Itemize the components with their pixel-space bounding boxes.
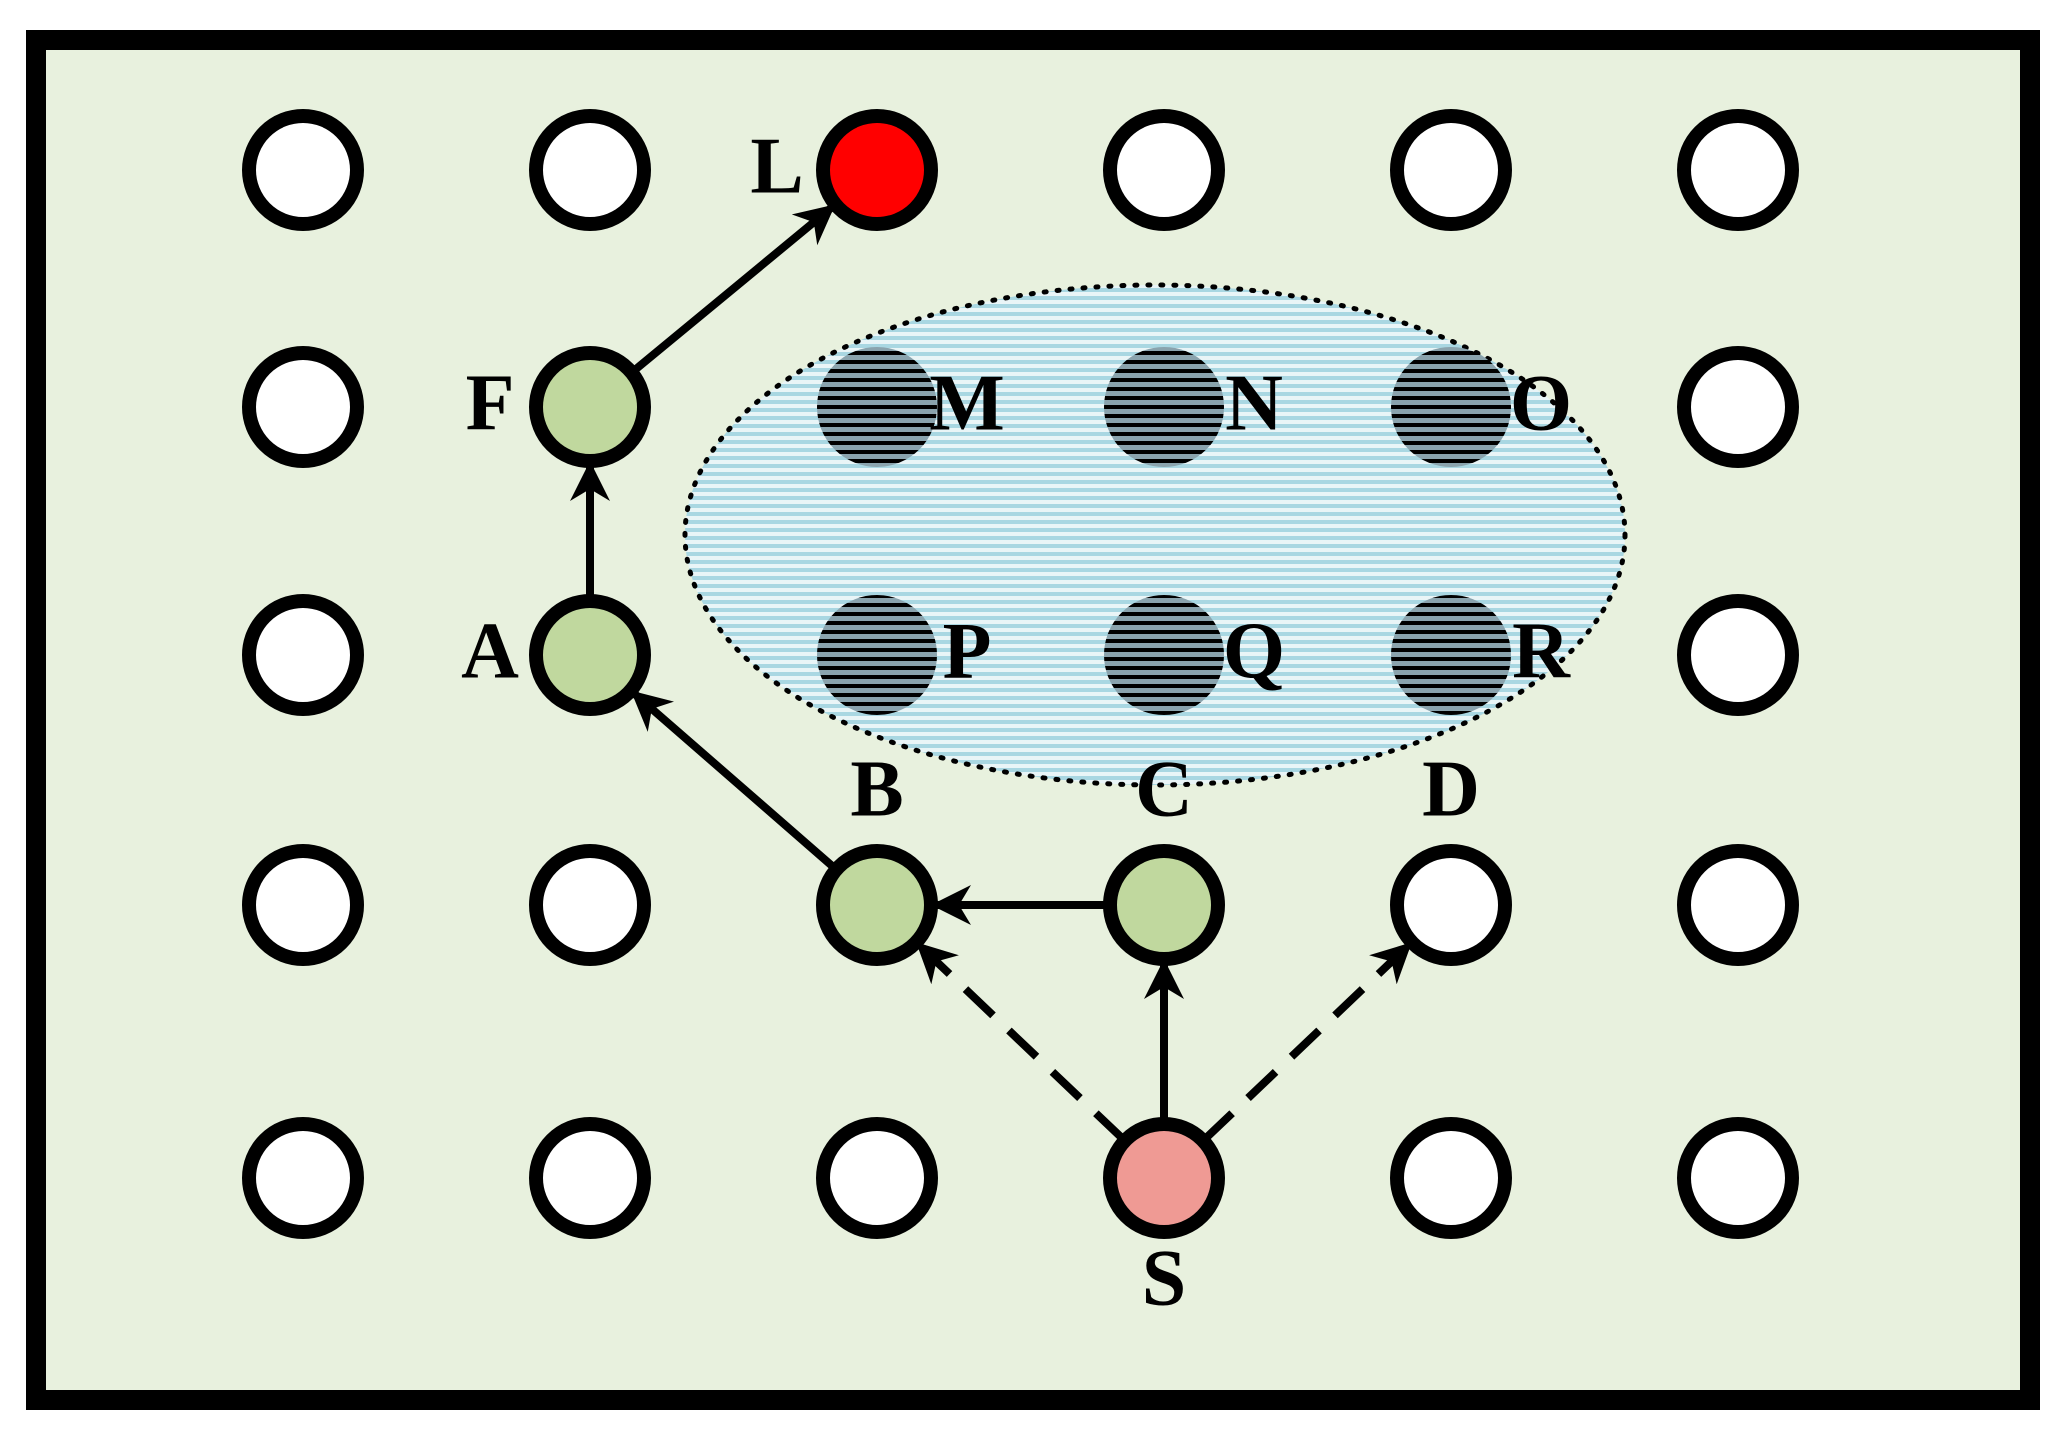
node-B — [816, 844, 938, 966]
node-r4c0 — [242, 1117, 364, 1239]
node-R — [1391, 595, 1511, 715]
label-F: F — [466, 359, 515, 447]
node-r1c0 — [242, 346, 364, 468]
label-O: O — [1510, 359, 1572, 447]
node-r4c5 — [1677, 1117, 1799, 1239]
node-r2c5 — [1677, 594, 1799, 716]
edge-F-to-L — [630, 203, 836, 375]
node-N — [1104, 347, 1224, 467]
node-r4c4 — [1390, 1117, 1512, 1239]
node-O — [1391, 347, 1511, 467]
node-r0c4 — [1390, 109, 1512, 231]
node-r2c0 — [242, 594, 364, 716]
edge-S-to-B — [916, 942, 1127, 1143]
node-D — [1390, 844, 1512, 966]
label-M: M — [929, 359, 1005, 447]
node-r0c5 — [1677, 109, 1799, 231]
node-L — [816, 109, 938, 231]
node-M — [817, 347, 937, 467]
label-R: R — [1512, 607, 1571, 695]
label-D: D — [1422, 745, 1480, 833]
node-r4c1 — [529, 1117, 651, 1239]
label-L: L — [750, 122, 803, 210]
node-F — [529, 346, 651, 468]
edge-B-to-A — [630, 690, 838, 872]
node-C — [1103, 844, 1225, 966]
edge-S-to-D — [1201, 942, 1412, 1143]
node-r3c5 — [1677, 844, 1799, 966]
node-P — [817, 595, 937, 715]
label-C: C — [1135, 745, 1193, 833]
node-S — [1103, 1117, 1225, 1239]
labels-layer: L F M N O A P Q R B C D S — [461, 122, 1572, 1322]
node-r1c5 — [1677, 346, 1799, 468]
node-r3c0 — [242, 844, 364, 966]
node-r0c3 — [1103, 109, 1225, 231]
label-P: P — [943, 607, 992, 695]
edges-layer — [570, 203, 1412, 1143]
node-r0c0 — [242, 109, 364, 231]
node-Q — [1104, 595, 1224, 715]
label-S: S — [1142, 1234, 1187, 1322]
nodes-layer — [242, 109, 1799, 1239]
label-B: B — [850, 745, 903, 833]
node-r4c2 — [816, 1117, 938, 1239]
label-A: A — [461, 607, 519, 695]
node-A — [529, 594, 651, 716]
label-N: N — [1225, 359, 1283, 447]
node-r3c1 — [529, 844, 651, 966]
label-Q: Q — [1223, 607, 1285, 695]
node-r0c1 — [529, 109, 651, 231]
